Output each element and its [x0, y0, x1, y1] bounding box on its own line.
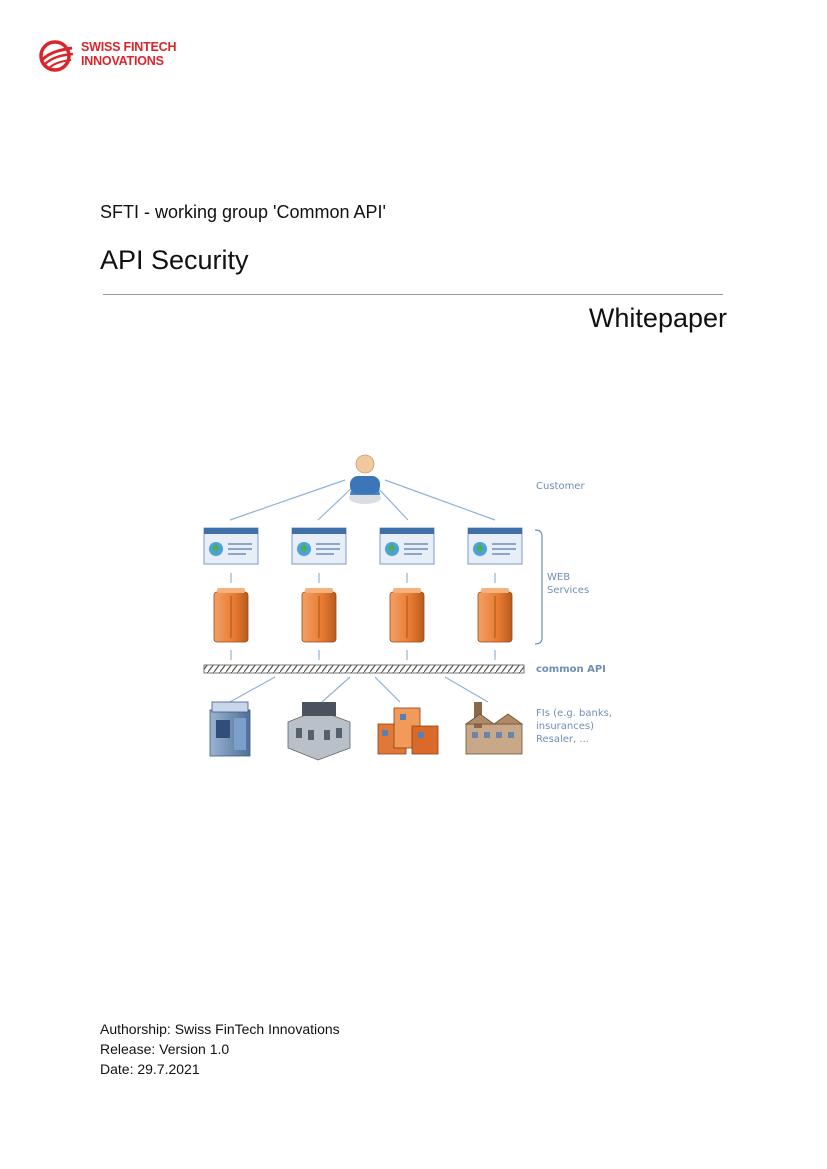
- factory-icon: [464, 702, 524, 755]
- server-icon: [389, 588, 425, 643]
- document-title: API Security: [100, 245, 249, 275]
- logo-line-2: INNOVATIONS: [81, 54, 164, 68]
- office-buildings-icon: [377, 707, 439, 755]
- user-icon: [349, 454, 381, 504]
- release-line: Release: Version 1.0: [100, 1041, 230, 1057]
- architecture-diagram-graphic: [203, 454, 543, 761]
- common-api-label: common API: [536, 664, 606, 675]
- date-line: Date: 29.7.2021: [100, 1061, 200, 1077]
- architecture-diagram: Customer WEB Services common API FIs (e.…: [190, 440, 640, 770]
- server-to-api-lines: [230, 650, 496, 660]
- common-api-bar: [203, 664, 525, 674]
- logo-line-1: SWISS FINTECH: [81, 40, 177, 54]
- authorship-line: Authorship: Swiss FinTech Innovations: [100, 1021, 340, 1037]
- document-metadata: Authorship: Swiss FinTech Innovations Re…: [100, 1019, 340, 1079]
- web-page-icon: [467, 527, 523, 565]
- sfti-logo: SWISS FINTECH INNOVATIONS: [38, 38, 178, 74]
- customer-connection-lines: [229, 479, 496, 521]
- api-connection-lines: [229, 676, 489, 703]
- web-services-label: WEB Services: [547, 572, 590, 596]
- web-page-icon: [203, 527, 259, 565]
- document-type: Whitepaper: [588, 303, 727, 333]
- document-subtitle: SFTI - working group 'Common API': [100, 202, 386, 222]
- server-icon: [477, 588, 513, 643]
- bank-building-icon: [287, 702, 351, 761]
- customer-label: Customer: [536, 481, 585, 492]
- sfti-logo-icon: [39, 40, 74, 72]
- server-icon: [213, 588, 249, 643]
- title-divider: [103, 294, 723, 295]
- web-pages-row: [203, 527, 523, 565]
- atm-icon: [209, 701, 251, 757]
- servers-row: [213, 588, 513, 643]
- financial-institutions-label: FIs (e.g. banks, insurances) Resaler, ..…: [536, 708, 613, 745]
- logo-wordmark: SWISS FINTECH INNOVATIONS: [81, 40, 177, 68]
- web-page-icon: [291, 527, 347, 565]
- web-page-icon: [379, 527, 435, 565]
- web-services-bracket: [534, 529, 543, 645]
- web-to-server-lines: [230, 573, 496, 583]
- server-icon: [301, 588, 337, 643]
